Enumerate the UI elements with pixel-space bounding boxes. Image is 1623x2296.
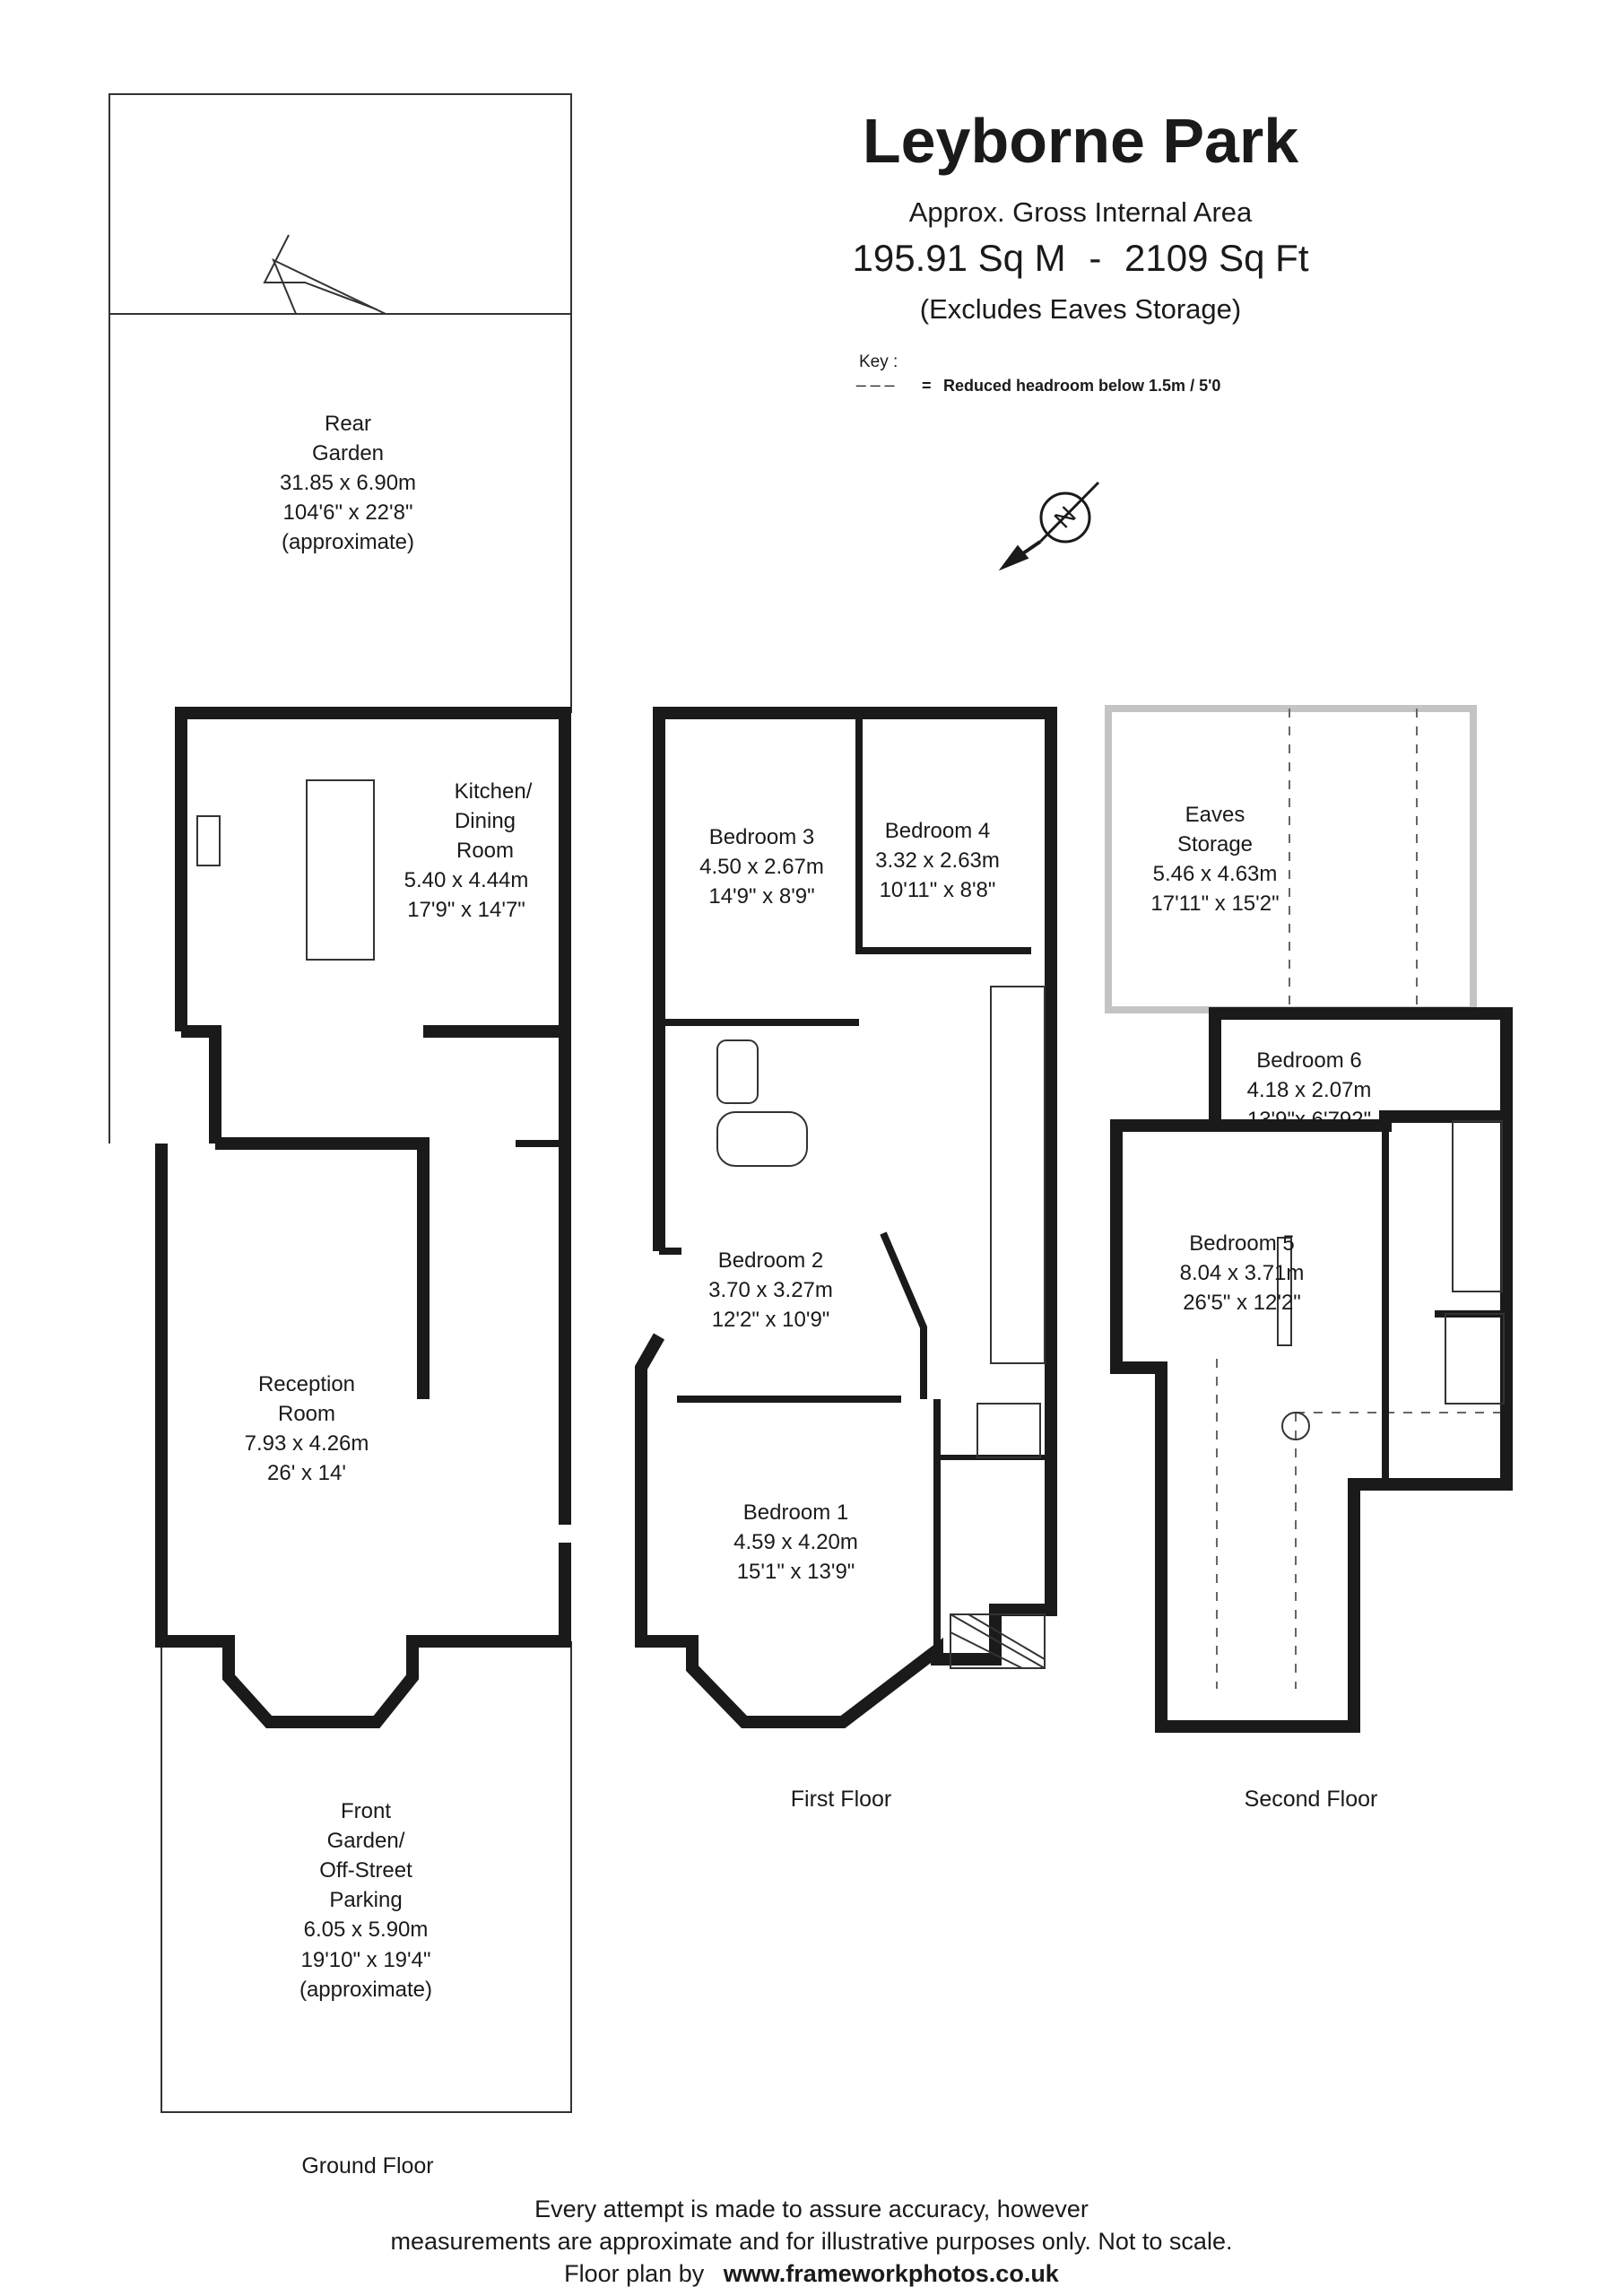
area-sqm: 195.91 Sq M	[852, 237, 1066, 279]
reception-name1: Reception	[257, 1372, 356, 1396]
bedroom4-name: Bedroom 4	[884, 819, 991, 843]
front-garden-name4: Parking	[329, 1888, 403, 1913]
rear-garden-metric: 31.85 x 6.90m	[279, 471, 417, 496]
eaves-imperial: 17'11" x 15'2"	[1150, 891, 1280, 917]
bedroom2-label: Bedroom 2 3.70 x 3.27m 12'2" x 10'9"	[692, 1246, 849, 1335]
eaves-name2: Storage	[1176, 832, 1254, 857]
bedroom3-name: Bedroom 3	[708, 825, 815, 849]
bedroom1-metric: 4.59 x 4.20m	[733, 1530, 858, 1555]
reception-metric: 7.93 x 4.26m	[244, 1431, 369, 1457]
front-garden-name1: Front	[340, 1799, 391, 1823]
reception-walls	[215, 1137, 430, 1399]
front-garden-note: (approximate)	[299, 1977, 433, 2002]
rear-garden-outline	[108, 93, 572, 1144]
bedroom1-name: Bedroom 1	[742, 1500, 849, 1525]
bedroom6-metric: 4.18 x 2.07m	[1246, 1078, 1372, 1103]
ground-floor-label: Ground Floor	[301, 2153, 434, 2179]
bedroom4-label: Bedroom 4 3.32 x 2.63m 10'11" x 8'8"	[859, 816, 1016, 905]
kitchen-label: Kitchen/ Dining Room 5.40 x 4.44m 17'9" …	[377, 777, 556, 926]
kitchen-island	[306, 779, 375, 961]
front-garden-label: Front Garden/ Off-Street Parking 6.05 x …	[276, 1796, 456, 2005]
bedroom3-imperial: 14'9" x 8'9"	[708, 884, 815, 909]
credit-label: Floor plan by	[564, 2260, 705, 2287]
front-garden-imperial: 19'10" x 19'4"	[300, 1947, 431, 1972]
bedroom6-imperial: 13'9"x 6'792"	[1246, 1108, 1372, 1133]
credit-line: Floor plan by www.frameworkphotos.co.uk	[363, 2259, 1260, 2289]
credit-link[interactable]: www.frameworkphotos.co.uk	[723, 2260, 1059, 2287]
key-label: Key :	[859, 352, 898, 371]
kitchen-name2: Dining	[454, 809, 516, 834]
stairs-second	[1452, 1120, 1503, 1292]
bedroom2-imperial: 12'2" x 10'9"	[711, 1308, 830, 1333]
bedroom4-imperial: 10'11" x 8'8"	[879, 878, 996, 903]
kitchen-imperial: 17'9" x 14'7"	[407, 898, 525, 923]
rear-garden-note: (approximate)	[281, 530, 415, 555]
kitchen-name3: Room	[456, 839, 515, 864]
rear-garden-name2: Garden	[311, 441, 385, 466]
area-separator: -	[1089, 237, 1102, 279]
second-floor-label: Second Floor	[1244, 1787, 1378, 1812]
bedroom4-metric: 3.32 x 2.63m	[875, 848, 1000, 874]
front-garden-name2: Garden/	[326, 1829, 405, 1854]
rear-garden-label: Rear Garden 31.85 x 6.90m 104'6" x 22'8"…	[240, 409, 456, 558]
kitchen-metric: 5.40 x 4.44m	[404, 868, 529, 893]
rear-garden-name1: Rear	[324, 412, 372, 436]
bedroom1-label: Bedroom 1 4.59 x 4.20m 15'1" x 13'9"	[717, 1498, 874, 1587]
front-garden-outline	[161, 1641, 572, 2113]
bedroom3-label: Bedroom 3 4.50 x 2.67m 14'9" x 8'9"	[683, 822, 840, 911]
eaves-name1: Eaves	[1185, 803, 1245, 827]
reception-name2: Room	[277, 1402, 336, 1427]
front-garden-metric: 6.05 x 5.90m	[303, 1918, 429, 1943]
property-title: Leyborne Park	[862, 106, 1299, 176]
disclaimer-line1: Every attempt is made to assure accuracy…	[534, 2196, 1089, 2222]
bedroom2-name: Bedroom 2	[717, 1248, 824, 1273]
key-description: Reduced headroom below 1.5m / 5'0	[943, 377, 1221, 395]
area-sqft: 2109 Sq Ft	[1124, 237, 1309, 279]
area-exclusion-note: (Excludes Eaves Storage)	[919, 293, 1242, 325]
gross-area: 195.91 Sq M - 2109 Sq Ft	[812, 235, 1350, 281]
bedroom5-label: Bedroom 5 8.04 x 3.71m 26'5" x 12'2"	[1161, 1229, 1323, 1318]
bedroom1-imperial: 15'1" x 13'9"	[736, 1560, 855, 1585]
bedroom5-metric: 8.04 x 3.71m	[1179, 1261, 1305, 1286]
bedroom5-imperial: 26'5" x 12'2"	[1183, 1291, 1301, 1316]
kitchen-name1: Kitchen/	[454, 779, 533, 804]
bedroom3-metric: 4.50 x 2.67m	[699, 855, 824, 880]
north-arrow-icon	[998, 481, 1100, 571]
bedroom6-label: Bedroom 6 4.18 x 2.07m 13'9"x 6'792"	[1228, 1046, 1390, 1135]
reception-label: Reception Room 7.93 x 4.26m 26' x 14'	[235, 1370, 378, 1488]
rear-garden-imperial: 104'6" x 22'8"	[282, 500, 413, 526]
eaves-metric: 5.46 x 4.63m	[1152, 862, 1278, 887]
second-floor-walls	[1110, 1110, 1513, 1733]
bedroom6-name: Bedroom 6	[1256, 1048, 1362, 1073]
key-equals: =	[922, 377, 932, 395]
eaves-label: Eaves Storage 5.46 x 4.63m 17'11" x 15'2…	[1125, 800, 1305, 918]
bedroom2-metric: 3.70 x 3.27m	[708, 1278, 833, 1303]
reception-imperial: 26' x 14'	[267, 1461, 346, 1486]
stairs-first	[990, 986, 1046, 1364]
bedroom5-name: Bedroom 5	[1189, 1231, 1295, 1256]
area-subtitle: Approx. Gross Internal Area	[908, 196, 1253, 228]
key-dashes: _ _ _	[856, 369, 895, 387]
rear-garden-break-line	[109, 257, 386, 315]
front-garden-name3: Off-Street	[319, 1858, 412, 1883]
first-floor-label: First Floor	[790, 1787, 892, 1812]
disclaimer-line2: measurements are approximate and for ill…	[390, 2228, 1233, 2255]
